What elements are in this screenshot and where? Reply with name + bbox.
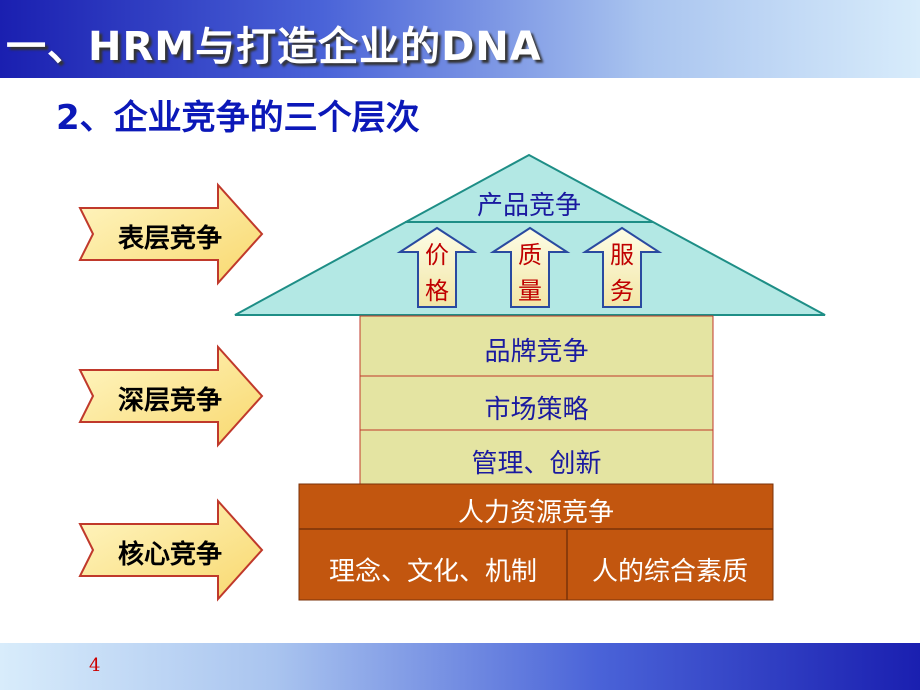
middle-row-brand: 品牌竞争 [484, 337, 589, 367]
base-left-label: 理念、文化、机制 [328, 557, 537, 587]
up-arrow-service [581, 226, 663, 308]
up-arrow-quality-label: 质 量 [511, 237, 549, 309]
title-bar [0, 0, 920, 78]
level-label-deep: 深层竞争 [117, 386, 222, 416]
up-arrow-quality [489, 226, 571, 308]
up-arrow-price [396, 226, 478, 308]
middle-row-management: 管理、创新 [471, 449, 602, 479]
section-subtitle: 2、企业竞争的三个层次 [56, 98, 420, 138]
up-arrow-price-text-1: 价 [425, 241, 449, 269]
level-label-surface: 表层竞争 [117, 224, 222, 254]
level-arrow-deep [78, 344, 264, 448]
page-number: 4 [89, 655, 101, 676]
middle-block [359, 315, 714, 485]
level-arrow-core [78, 498, 264, 602]
middle-row-market: 市场策略 [484, 395, 589, 425]
up-arrow-quality-text-2: 量 [518, 277, 542, 305]
base-block [298, 483, 774, 601]
footer-bar [0, 643, 920, 690]
level-label-core: 核心竞争 [117, 540, 222, 570]
up-arrow-price-text-2: 格 [425, 277, 449, 305]
roof-top-label: 产品竞争 [476, 191, 581, 221]
up-arrow-quality-text-1: 质 [518, 241, 542, 269]
up-arrow-price-label: 价 格 [418, 237, 456, 309]
up-arrow-service-text-1: 服 [610, 241, 634, 269]
page-title: 一、HRM与打造企业的DNA [6, 24, 542, 70]
base-top-label: 人力资源竞争 [457, 498, 614, 528]
up-arrow-service-text-2: 务 [610, 277, 634, 305]
level-arrow-surface [78, 182, 264, 286]
base-right-label: 人的综合素质 [591, 557, 748, 587]
up-arrow-service-label: 服 务 [603, 237, 641, 309]
